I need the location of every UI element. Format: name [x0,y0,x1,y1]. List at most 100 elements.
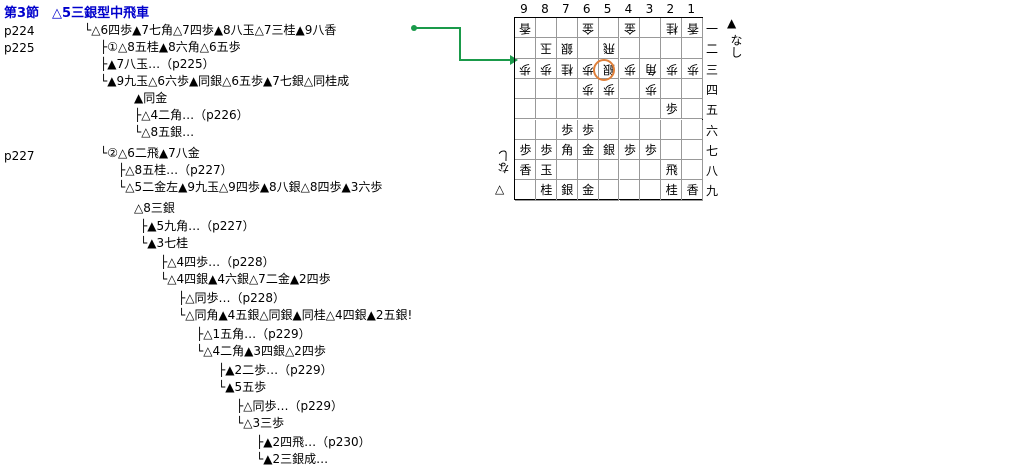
board-square [682,180,704,201]
file-number: 4 [624,2,633,16]
board-square [640,139,662,161]
sente-piece: 歩 [623,142,636,157]
board-square [598,38,620,59]
file-number: 2 [666,2,675,16]
tree-line: △8三銀 [134,201,175,215]
sente-hand: なし [729,34,743,58]
board-square [682,160,704,181]
connector-arrow [411,25,518,65]
tree-line: └△8五銀… [134,125,195,139]
tree-line: └▲2三銀成… [256,452,329,466]
board-square [577,99,599,120]
gote-piece: 金 [623,21,636,36]
board-square [661,18,683,39]
board-square [515,78,536,100]
board-square [661,160,683,181]
board-square [661,180,683,201]
gote-piece: 歩 [540,61,553,76]
board-square [577,180,599,201]
sente-piece: 銀 [561,183,574,198]
board-square [515,58,536,79]
board-square [661,119,683,140]
board-square [598,139,620,161]
gote-piece: 金 [582,21,595,36]
sente-piece: 銀 [603,142,616,157]
board-square [661,58,683,79]
board-square [640,18,662,39]
tree-line: ├△4二角…（p226） [134,108,249,122]
board-square [535,180,557,201]
sente-piece: 歩 [644,142,657,157]
gote-piece: 桂 [561,61,574,76]
page-ref: p224 [4,24,35,38]
board-square [640,78,662,100]
rank-number: 二 [705,42,718,57]
board-square [661,38,683,59]
sente-piece: 香 [519,163,532,178]
board-square [515,180,536,201]
board-square [535,38,557,59]
sente-piece: 歩 [519,142,532,157]
board-square [682,99,704,120]
tree-line: └▲9九玉△6六歩▲同銀△6五歩▲7七銀△同桂成 [100,74,350,88]
board-square [682,119,704,140]
gote-hand-label: △ [495,182,505,196]
gote-piece: 銀 [561,41,574,56]
board-square [640,180,662,201]
sente-piece: 玉 [540,163,553,178]
gote-piece: 角 [644,61,657,76]
board-square [640,58,662,79]
file-number: 1 [687,2,695,16]
gote-piece: 玉 [540,41,553,56]
board-square [577,139,599,161]
last-move-marker [593,59,615,81]
gote-piece: 歩 [665,61,678,76]
tree-line: └▲3七桂 [140,236,189,250]
gote-piece: 歩 [519,61,532,76]
rank-number: 一 [705,22,718,36]
page-ref: p227 [4,149,35,163]
gote-piece: 香 [686,21,699,36]
tree-line: └△3三歩 [236,416,285,430]
tree-line: └△5二金左▲9九玉△9四歩▲8八銀△8四歩▲3六歩 [118,180,383,194]
tree-line: └②△6二飛▲7八金 [100,146,200,160]
board-square [535,119,557,140]
board-square [619,38,641,59]
gote-hand: なし [497,150,511,174]
rank-number: 七 [705,143,718,158]
file-number: 6 [582,2,591,16]
file-number: 5 [603,2,612,16]
sente-piece: 角 [561,142,574,157]
tree-line: ├△同歩…（p229） [236,399,343,413]
board-square [556,78,578,100]
board-square [515,18,536,39]
file-number: 7 [561,2,570,16]
board-square [556,160,578,181]
board-square [598,160,620,181]
board-square [682,78,704,100]
board-square [515,139,536,161]
sente-piece: 歩 [540,142,553,157]
tree-line: └▲5五歩 [218,380,267,394]
tree-line: ├△8五桂…（p227） [118,163,233,177]
board-square [661,78,683,100]
tree-line: ▲同金 [134,91,168,105]
board-square [619,160,641,181]
board-square [619,119,641,140]
board-square [556,58,578,79]
tree-line: ├△4四歩…（p228） [160,255,275,269]
rank-number: 九 [705,184,718,199]
board-square [640,160,662,181]
board-square [556,18,578,39]
board-square [619,180,641,201]
page-ref: p225 [4,41,35,55]
tree-line: └△4四銀▲4六銀△7二金▲2四歩 [160,272,331,286]
gote-piece: 香 [519,21,532,36]
file-number: 8 [541,2,549,16]
board-square [577,18,599,39]
board-square [682,139,704,161]
rank-number: 四 [705,82,718,97]
gote-piece: 歩 [686,61,699,76]
file-number: 9 [520,2,528,16]
rank-number: 八 [705,164,718,179]
